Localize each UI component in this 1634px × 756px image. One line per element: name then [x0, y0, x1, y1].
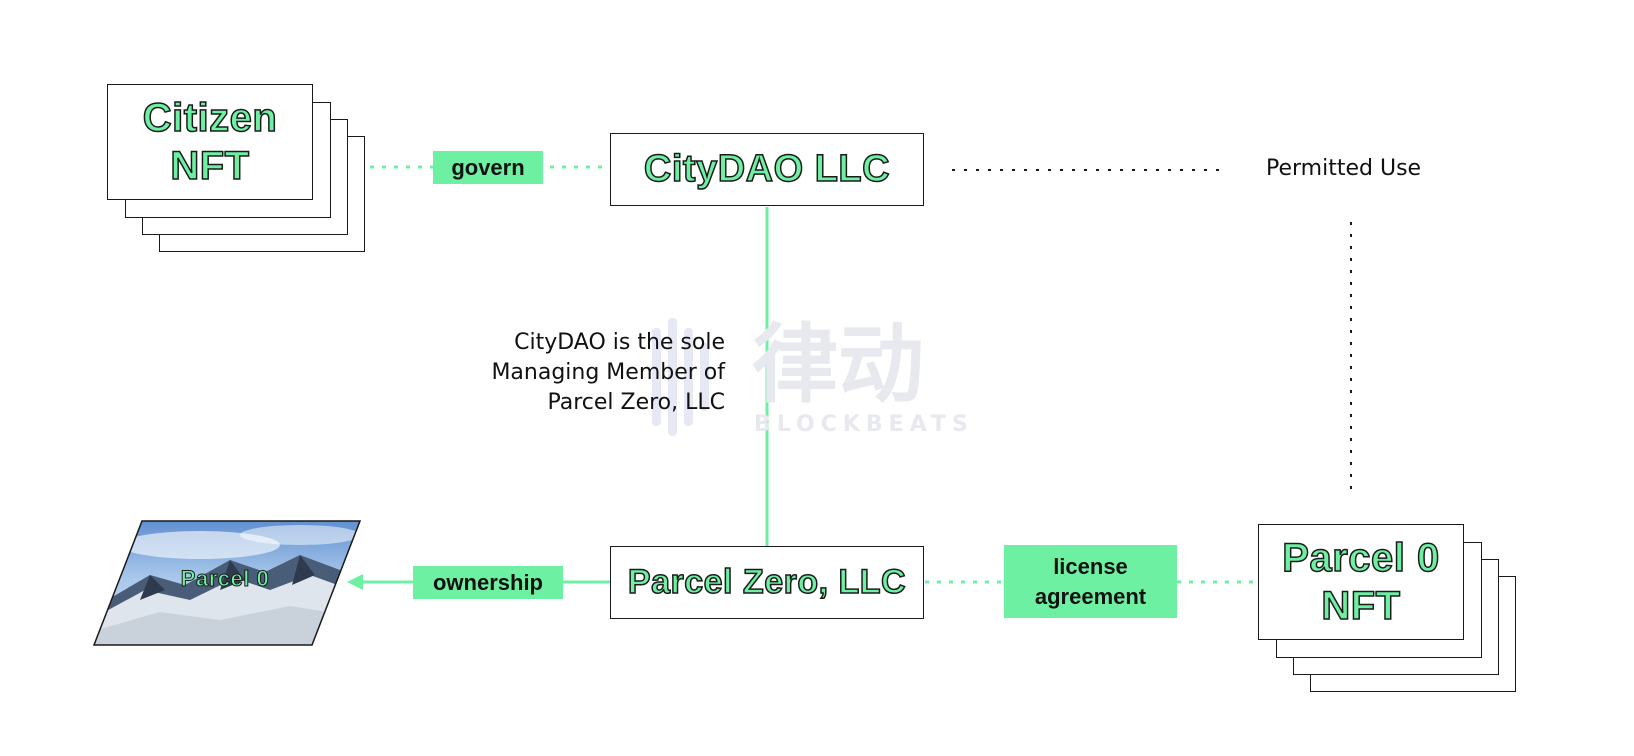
parcel0-land-label: Parcel 0 — [180, 566, 270, 592]
permitted-use-label: Permitted Use — [1266, 156, 1422, 181]
citizen-nft-card: Citizen NFT — [107, 84, 313, 200]
parcel0-nft-line1: Parcel 0 — [1282, 535, 1440, 581]
license-agreement-line1: license — [1053, 553, 1128, 579]
license-agreement-label: license agreement — [1004, 545, 1177, 618]
ownership-arrowhead — [347, 574, 363, 590]
parcel0-land-image — [94, 521, 360, 645]
parcel-zero-llc-label: Parcel Zero, LLC — [627, 562, 907, 602]
watermark-chinese: 律动 — [752, 315, 924, 415]
govern-label: govern — [433, 151, 543, 184]
managing-member-note-line3: Parcel Zero, LLC — [547, 390, 725, 415]
license-agreement-line2: agreement — [1034, 583, 1147, 609]
parcel-zero-llc-box: Parcel Zero, LLC — [610, 546, 924, 619]
citydao-llc-label: CityDAO LLC — [643, 147, 891, 191]
managing-member-note-line2: Managing Member of — [491, 360, 725, 385]
citizen-nft-line2: NFT — [170, 143, 250, 189]
citizen-nft-line1: Citizen — [142, 95, 278, 141]
citydao-llc-box: CityDAO LLC — [610, 133, 924, 206]
managing-member-note: CityDAO is the sole Managing Member of P… — [420, 328, 725, 418]
parcel0-nft-line2: NFT — [1321, 583, 1401, 629]
managing-member-note-line1: CityDAO is the sole — [514, 330, 725, 355]
watermark-bars-icon — [652, 318, 710, 436]
ownership-label: ownership — [413, 566, 563, 599]
watermark-latin: BLOCKBEATS — [754, 412, 974, 437]
parcel0-nft-card: Parcel 0 NFT — [1258, 524, 1464, 640]
